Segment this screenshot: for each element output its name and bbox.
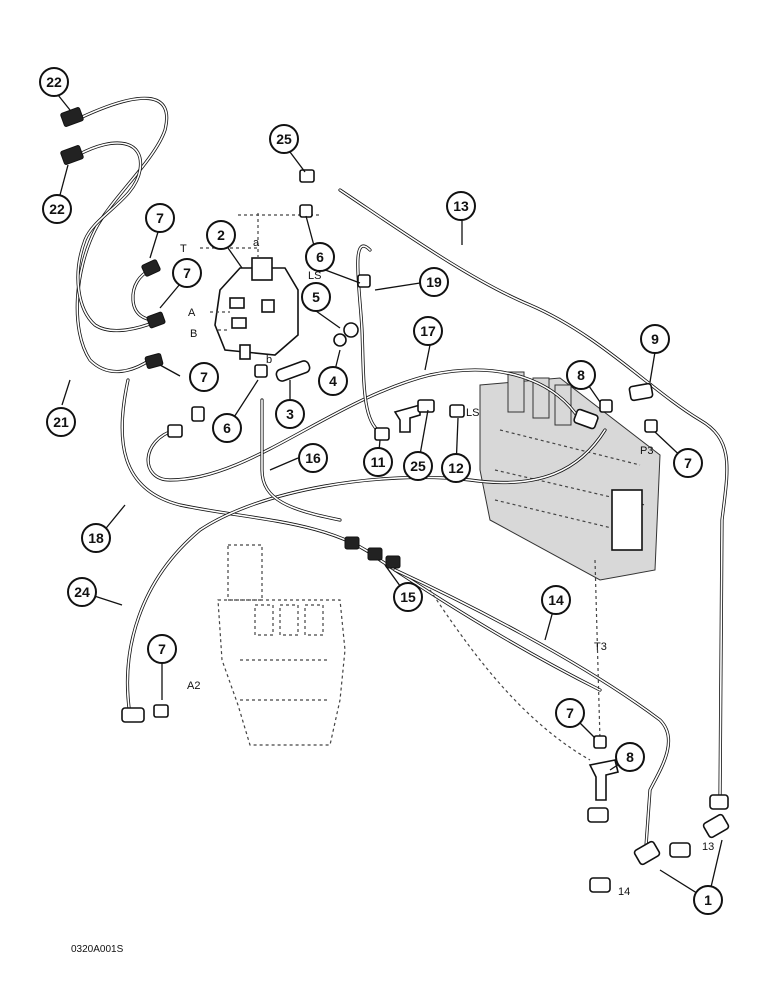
callout-4: 4	[318, 366, 348, 396]
callout-14: 14	[541, 585, 571, 615]
svg-text:1: 1	[704, 892, 712, 908]
svg-text:14: 14	[548, 592, 564, 608]
svg-text:13: 13	[453, 198, 469, 214]
load-sense-valve-block	[200, 213, 320, 360]
callout-1: 1	[693, 885, 723, 915]
port-label-a-small: a	[253, 237, 260, 249]
port-label-b-big: B	[190, 328, 197, 340]
svg-text:25: 25	[410, 458, 426, 474]
hoses	[75, 96, 729, 862]
callout-17: 17	[413, 316, 443, 346]
callout-25b: 25	[403, 451, 433, 481]
svg-text:17: 17	[420, 323, 436, 339]
svg-text:4: 4	[329, 373, 337, 389]
callout-8b: 8	[615, 742, 645, 772]
svg-text:7: 7	[156, 210, 164, 226]
callout-22b: 22	[42, 194, 72, 224]
svg-text:11: 11	[371, 454, 386, 470]
callout-7b: 7	[172, 258, 202, 288]
port-label-a: A	[188, 307, 196, 319]
svg-text:15: 15	[400, 589, 416, 605]
callout-6b: 6	[212, 413, 242, 443]
svg-text:2: 2	[217, 227, 225, 243]
port-label-a2: A2	[187, 680, 200, 692]
svg-text:21: 21	[53, 414, 69, 430]
port-label-t: T	[180, 243, 187, 255]
callout-16: 16	[298, 443, 328, 473]
main-control-valve	[479, 371, 661, 581]
svg-text:6: 6	[316, 249, 324, 265]
svg-text:7: 7	[200, 369, 208, 385]
callout-3: 3	[275, 399, 305, 429]
callout-25a: 25	[269, 124, 299, 154]
svg-text:3: 3	[286, 406, 294, 422]
svg-text:7: 7	[183, 265, 191, 281]
svg-text:7: 7	[158, 641, 166, 657]
svg-text:18: 18	[88, 530, 104, 546]
svg-text:9: 9	[651, 331, 659, 347]
fittings	[60, 107, 730, 893]
figure-code: 0320A001S	[71, 944, 124, 955]
svg-text:24: 24	[74, 584, 90, 600]
svg-text:8: 8	[626, 749, 634, 765]
callout-9: 9	[640, 324, 670, 354]
svg-text:22: 22	[46, 74, 62, 90]
callout-8a: 8	[566, 360, 596, 390]
callout-19: 19	[419, 267, 449, 297]
callout-24: 24	[67, 577, 97, 607]
port-label-ls-valve: LS	[308, 270, 321, 282]
callout-7e: 7	[147, 634, 177, 664]
port-labels: T a A B b LS LS P3 A2 T3 13 14	[180, 237, 714, 898]
svg-text:19: 19	[426, 274, 442, 290]
lower-control-valve	[217, 544, 346, 746]
svg-text:12: 12	[448, 460, 464, 476]
svg-text:25: 25	[276, 131, 292, 147]
callout-21: 21	[46, 407, 76, 437]
svg-text:7: 7	[566, 705, 574, 721]
svg-text:7: 7	[684, 455, 692, 471]
callout-7a: 7	[145, 203, 175, 233]
port-label-b-small: b	[266, 354, 272, 366]
callout-18: 18	[81, 523, 111, 553]
callout-6a: 6	[305, 242, 335, 272]
callouts: 22 22 25 13 7 2 7 6 19 5 9 17 7 4 8 21 6…	[39, 67, 723, 915]
port-label-t3: T3	[594, 641, 607, 653]
port-label-14: 14	[618, 886, 630, 898]
port-label-ls-main: LS	[466, 407, 479, 419]
svg-text:16: 16	[305, 450, 321, 466]
svg-text:22: 22	[49, 201, 65, 217]
callout-7c: 7	[189, 362, 219, 392]
callout-11: 11	[363, 447, 393, 477]
callout-12: 12	[441, 453, 471, 483]
callout-2: 2	[206, 220, 236, 250]
svg-text:8: 8	[577, 367, 585, 383]
callout-7d: 7	[673, 448, 703, 478]
callout-13: 13	[446, 191, 476, 221]
callout-7f: 7	[555, 698, 585, 728]
port-label-13: 13	[702, 841, 714, 853]
callout-15: 15	[393, 582, 423, 612]
port-label-p3: P3	[640, 445, 653, 457]
callout-5: 5	[301, 282, 331, 312]
callout-22a: 22	[39, 67, 69, 97]
svg-text:5: 5	[312, 289, 320, 305]
svg-text:6: 6	[223, 420, 231, 436]
